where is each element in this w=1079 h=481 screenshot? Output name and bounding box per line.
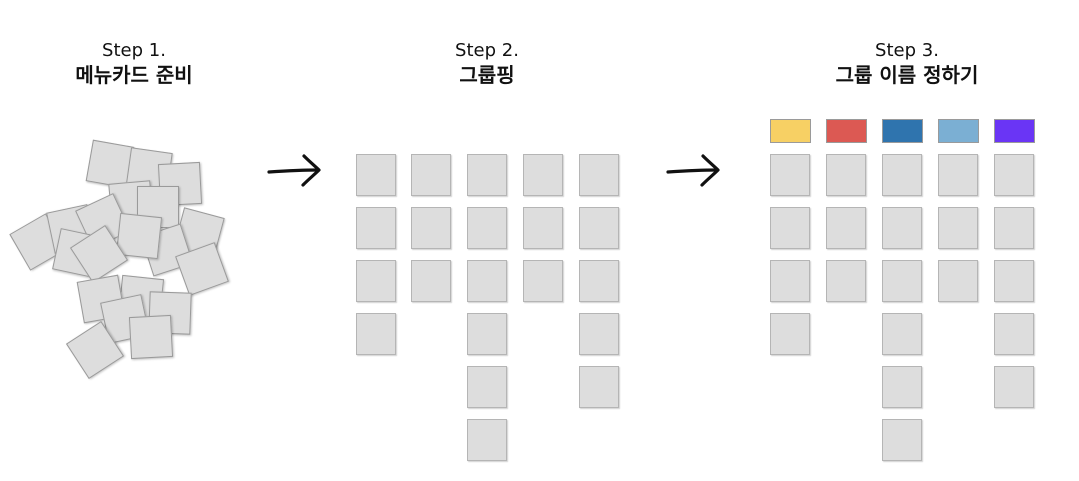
menu-card xyxy=(770,207,810,249)
group-name-card xyxy=(882,119,923,143)
menu-card xyxy=(411,154,451,196)
menu-card xyxy=(356,154,396,196)
menu-card xyxy=(938,207,978,249)
menu-card xyxy=(882,419,922,461)
menu-card xyxy=(411,260,451,302)
menu-card xyxy=(356,260,396,302)
menu-card xyxy=(826,207,866,249)
menu-card xyxy=(770,313,810,355)
group-name-card xyxy=(826,119,867,143)
step-3-title: 그룹 이름 정하기 xyxy=(835,63,979,87)
menu-card xyxy=(467,419,507,461)
menu-card xyxy=(523,154,563,196)
step-1-title: 메뉴카드 준비 xyxy=(75,63,193,87)
step-2-title: 그룹핑 xyxy=(459,63,515,87)
menu-card xyxy=(356,313,396,355)
menu-card xyxy=(579,260,619,302)
menu-card xyxy=(579,154,619,196)
menu-card xyxy=(826,260,866,302)
step-2-number: Step 2. xyxy=(455,40,519,61)
step-2-heading: Step 2. 그룹핑 xyxy=(367,40,607,88)
menu-card xyxy=(523,207,563,249)
menu-card xyxy=(994,260,1034,302)
group-name-card xyxy=(994,119,1035,143)
menu-card xyxy=(882,207,922,249)
menu-card xyxy=(994,313,1034,355)
menu-card xyxy=(882,313,922,355)
menu-card xyxy=(994,207,1034,249)
menu-card xyxy=(467,154,507,196)
menu-card xyxy=(994,366,1034,408)
group-name-card xyxy=(770,119,811,143)
arrow-right-icon xyxy=(666,154,720,187)
menu-card xyxy=(882,154,922,196)
menu-card xyxy=(579,207,619,249)
menu-card xyxy=(826,154,866,196)
step-3-heading: Step 3. 그룹 이름 정하기 xyxy=(787,40,1027,88)
step-1-number: Step 1. xyxy=(102,40,166,61)
group-name-card xyxy=(938,119,979,143)
menu-card xyxy=(128,314,174,360)
menu-card xyxy=(938,154,978,196)
menu-card xyxy=(467,207,507,249)
menu-card xyxy=(938,260,978,302)
step-3-number: Step 3. xyxy=(875,40,939,61)
menu-card xyxy=(467,313,507,355)
menu-card xyxy=(579,313,619,355)
menu-card xyxy=(882,260,922,302)
step-1-heading: Step 1. 메뉴카드 준비 xyxy=(14,40,254,88)
menu-card xyxy=(467,366,507,408)
menu-card xyxy=(994,154,1034,196)
arrow-right-icon xyxy=(267,154,321,187)
menu-card xyxy=(356,207,396,249)
menu-card xyxy=(411,207,451,249)
menu-card xyxy=(523,260,563,302)
menu-card xyxy=(467,260,507,302)
menu-card xyxy=(770,260,810,302)
menu-card xyxy=(579,366,619,408)
menu-card xyxy=(882,366,922,408)
menu-card xyxy=(770,154,810,196)
